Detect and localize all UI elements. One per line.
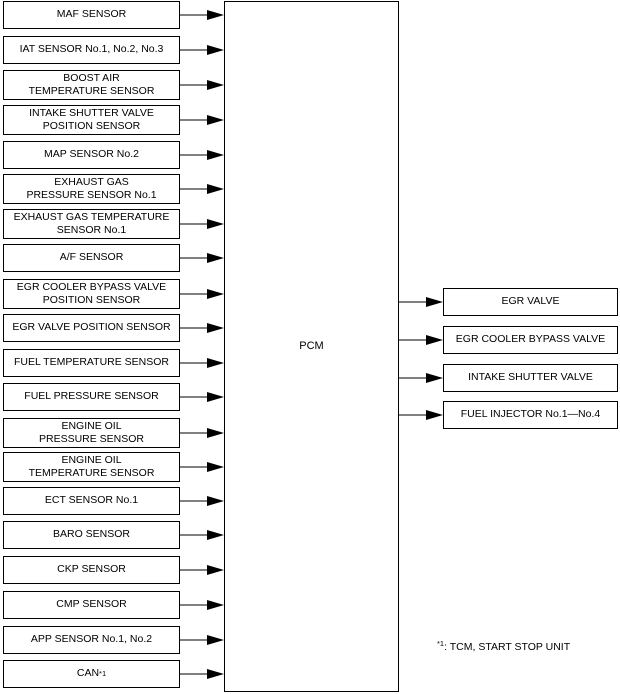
input-label: A/F SENSOR (59, 251, 124, 264)
output-label: EGR COOLER BYPASS VALVE (455, 333, 606, 346)
input-label: MAP SENSOR No.2 (44, 148, 139, 161)
input-exhaust-gas-temperature-sensor-no-1: EXHAUST GAS TEMPERATURE SENSOR No.1 (3, 209, 180, 239)
input-arrow (180, 10, 224, 20)
input-app-sensor-no-1-no-2: APP SENSOR No.1, No.2 (3, 626, 180, 654)
footnote: *1: TCM, START STOP UNIT (437, 639, 570, 653)
input-label: ECT SENSOR No.1 (44, 494, 139, 507)
input-map-sensor-no-2: MAP SENSOR No.2 (3, 141, 180, 169)
input-baro-sensor: BARO SENSOR (3, 521, 180, 549)
input-engine-oil-pressure-sensor: ENGINE OIL PRESSURE SENSOR (3, 418, 180, 448)
output-intake-shutter-valve: INTAKE SHUTTER VALVE (443, 364, 618, 392)
input-arrow (180, 565, 224, 575)
input-arrow (180, 45, 224, 55)
footnote-marker: *1 (437, 639, 445, 648)
input-arrow (180, 530, 224, 540)
input-label: FUEL TEMPERATURE SENSOR (14, 356, 169, 369)
input-intake-shutter-valve-position-sensor: INTAKE SHUTTER VALVE POSITION SENSOR (3, 105, 180, 135)
output-label: EGR VALVE (501, 295, 560, 308)
input-label: CAN (76, 667, 100, 680)
input-arrow (180, 392, 224, 402)
output-arrow (399, 373, 443, 383)
input-arrow (180, 600, 224, 610)
input-can: CAN*1 (3, 660, 180, 688)
input-arrow (180, 115, 224, 125)
input-ckp-sensor: CKP SENSOR (3, 556, 180, 584)
input-iat-sensor-no-1-no-2-no-3: IAT SENSOR No.1, No.2, No.3 (3, 36, 180, 64)
input-arrow (180, 428, 224, 438)
input-arrow (180, 80, 224, 90)
output-label: FUEL INJECTOR No.1—No.4 (460, 408, 601, 421)
input-exhaust-gas-pressure-sensor-no-1: EXHAUST GAS PRESSURE SENSOR No.1 (3, 174, 180, 204)
output-arrow (399, 335, 443, 345)
output-arrow (399, 410, 443, 420)
input-arrow (180, 253, 224, 263)
input-label: EGR COOLER BYPASS VALVE POSITION SENSOR (16, 280, 167, 306)
output-arrow (399, 297, 443, 307)
input-label: EXHAUST GAS PRESSURE SENSOR No.1 (26, 175, 157, 201)
input-a-f-sensor: A/F SENSOR (3, 244, 180, 272)
output-egr-cooler-bypass-valve: EGR COOLER BYPASS VALVE (443, 326, 618, 354)
input-arrow (180, 462, 224, 472)
input-label: ENGINE OIL PRESSURE SENSOR (38, 419, 145, 445)
input-arrow (180, 323, 224, 333)
input-boost-air-temperature-sensor: BOOST AIR TEMPERATURE SENSOR (3, 70, 180, 100)
input-arrow (180, 635, 224, 645)
output-label: INTAKE SHUTTER VALVE (468, 371, 593, 384)
footnote-reference: *1 (99, 669, 107, 679)
output-fuel-injector-no-1-no-4: FUEL INJECTOR No.1—No.4 (443, 401, 618, 429)
input-arrow (180, 358, 224, 368)
input-arrow (180, 289, 224, 299)
input-arrow (180, 669, 224, 679)
input-egr-cooler-bypass-valve-position-sensor: EGR COOLER BYPASS VALVE POSITION SENSOR (3, 279, 180, 309)
input-cmp-sensor: CMP SENSOR (3, 591, 180, 619)
input-fuel-pressure-sensor: FUEL PRESSURE SENSOR (3, 383, 180, 411)
input-label: INTAKE SHUTTER VALVE POSITION SENSOR (29, 106, 154, 132)
input-engine-oil-temperature-sensor: ENGINE OIL TEMPERATURE SENSOR (3, 452, 180, 482)
footnote-text: : TCM, START STOP UNIT (444, 641, 571, 653)
input-label: IAT SENSOR No.1, No.2, No.3 (19, 43, 164, 56)
input-maf-sensor: MAF SENSOR (3, 1, 180, 29)
input-label: APP SENSOR No.1, No.2 (30, 633, 153, 646)
input-label: CKP SENSOR (57, 563, 126, 576)
input-ect-sensor-no-1: ECT SENSOR No.1 (3, 487, 180, 515)
output-egr-valve: EGR VALVE (443, 288, 618, 316)
pcm-block: PCM (224, 1, 399, 692)
input-label: BOOST AIR TEMPERATURE SENSOR (28, 71, 155, 97)
input-label: BARO SENSOR (52, 528, 131, 541)
input-arrow (180, 184, 224, 194)
input-label: EXHAUST GAS TEMPERATURE SENSOR No.1 (13, 210, 170, 236)
input-fuel-temperature-sensor: FUEL TEMPERATURE SENSOR (3, 349, 180, 377)
input-arrow (180, 150, 224, 160)
input-label: FUEL PRESSURE SENSOR (24, 390, 159, 403)
input-label: EGR VALVE POSITION SENSOR (12, 321, 171, 334)
input-egr-valve-position-sensor: EGR VALVE POSITION SENSOR (3, 314, 180, 342)
input-arrow (180, 219, 224, 229)
input-label: CMP SENSOR (56, 598, 127, 611)
pcm-label: PCM (299, 339, 324, 352)
input-label: MAF SENSOR (56, 8, 127, 21)
input-label: ENGINE OIL TEMPERATURE SENSOR (28, 453, 155, 479)
input-arrow (180, 496, 224, 506)
